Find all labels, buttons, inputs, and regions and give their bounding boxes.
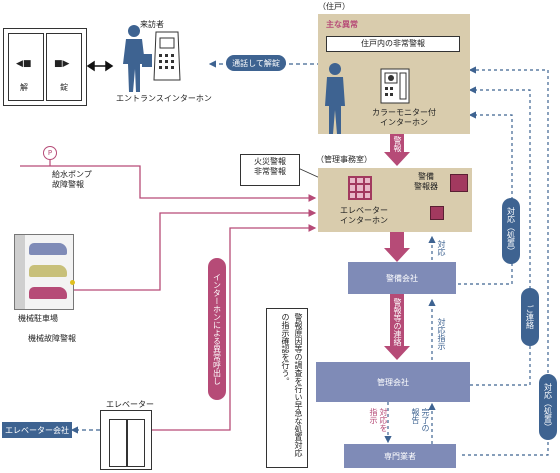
loop-outer-3 xyxy=(462,66,549,456)
monitor-intercom-icon xyxy=(380,68,410,104)
management-company-box: 管理会社 xyxy=(316,362,470,402)
to-security-arrow-icon xyxy=(384,232,410,262)
entrance-intercom-panel-icon xyxy=(153,31,181,81)
response-action-pill-1: 対応（処置） xyxy=(502,198,520,264)
investigation-note: 警報原因等の調査を行い早急な処置対応の指示確認を行う。 xyxy=(266,308,308,468)
completion-report-label: 完了の 報告 xyxy=(411,408,430,432)
security-alarm-icon xyxy=(450,174,468,192)
elevator-label: エレベーター xyxy=(106,400,154,409)
response-to-instruction-label: 対応を 指示 xyxy=(369,408,388,432)
interphone-call-pill: インターホンによる異常呼出し xyxy=(208,258,226,400)
elevator-box xyxy=(100,410,152,470)
residence-title: 主な異常 xyxy=(326,20,358,29)
contact-pill: ご連絡 xyxy=(521,288,539,346)
response-instruction-label: 対応指示 xyxy=(437,318,446,350)
car-yellow-icon xyxy=(29,265,67,277)
door-left-label: 解 xyxy=(20,83,28,92)
alarm-panel-grid-icon xyxy=(348,176,372,200)
parking-structure xyxy=(14,234,74,310)
callout-pointer xyxy=(297,167,321,179)
pump-icon: P xyxy=(43,146,57,160)
pump-icon-letter: P xyxy=(47,149,53,157)
parking-line xyxy=(72,209,317,291)
specialist-box: 専門業者 xyxy=(344,444,456,468)
response-action-pill-2: 対応（処置） xyxy=(539,374,557,440)
pump-label: 給水ポンプ 故障警報 xyxy=(52,170,92,189)
unlock-pill: 通話して解錠 xyxy=(226,55,286,71)
parking-fault-label: 機械故障警報 xyxy=(28,334,76,343)
door-left-arrow-icon: ◀■ xyxy=(16,59,32,69)
report-chain-arrow-icon xyxy=(384,294,410,360)
elevator-company-box: エレベーター会社 xyxy=(2,422,72,438)
car-pink-icon xyxy=(29,287,67,299)
report-pill: 警報 xyxy=(393,136,402,152)
response-up-label: 対応 xyxy=(437,240,446,256)
monitor-intercom-label: カラーモニター付 インターホン xyxy=(372,108,436,127)
report-arrow-icon xyxy=(384,134,410,166)
fire-alarm-callout: 火災警報 非常警報 xyxy=(240,154,300,186)
residence-alarm-box: 住戸内の非常警報 xyxy=(326,36,460,52)
entrance-door: ◀■ ■▶ 解 錠 xyxy=(3,28,87,106)
door-double-arrow xyxy=(86,60,114,72)
visitor-person-icon xyxy=(123,25,152,92)
loop-outer-2 xyxy=(468,86,531,386)
entrance-intercom-label: エントランスインターホン xyxy=(116,94,212,103)
door-right-label: 錠 xyxy=(60,83,68,92)
resident-person-icon xyxy=(325,63,345,134)
elevator-call-line xyxy=(150,224,317,431)
residence-label: （住戸） xyxy=(318,2,350,11)
management-room-label: （管理事務室） xyxy=(316,155,372,164)
door-right-arrow-icon: ■▶ xyxy=(54,59,70,69)
security-company-box: 警備会社 xyxy=(348,262,456,294)
report-chain-pill: 警報等の連絡 xyxy=(393,298,402,346)
visitor-label: 来訪者 xyxy=(140,20,164,29)
security-alarm-label: 警備 警報器 xyxy=(414,172,438,191)
parking-warning-lamp-icon xyxy=(70,280,75,285)
pump-line xyxy=(20,165,317,202)
car-blue-icon xyxy=(29,243,67,255)
elevator-intercom-label: エレベーター インターホン xyxy=(340,206,388,225)
management-room-panel: エレベーター インターホン 警備 警報器 xyxy=(318,168,472,232)
parking-label: 機械駐車場 xyxy=(18,314,58,323)
elevator-alarm-icon xyxy=(430,206,444,220)
